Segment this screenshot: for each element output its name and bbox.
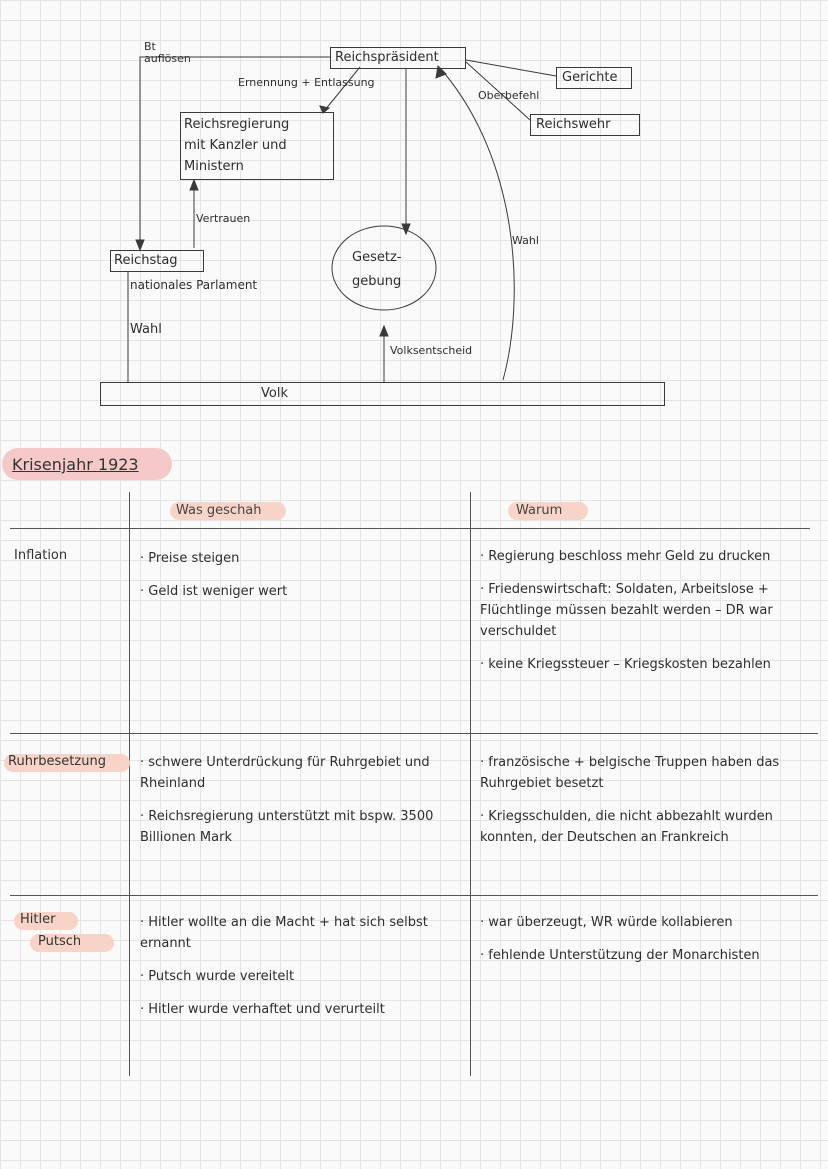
list-item: · fehlende Unterstützung der Monarchiste… [480, 948, 760, 963]
row-ruhr-why: · französische + belgische Truppen haben… [480, 752, 790, 860]
table-col-divider-1 [129, 492, 130, 1076]
reichspraesident-box: Reichspräsident [330, 47, 466, 69]
reichsregierung-box: Reichsregierung mit Kanzler und Minister… [180, 112, 334, 180]
reichswehr-box: Reichswehr [530, 114, 640, 136]
gesetzgebung-line-1: Gesetz- [352, 250, 402, 265]
row-label-ruhrbesetzung: Ruhrbesetzung [8, 754, 106, 769]
list-item: · Geld ist weniger wert [140, 584, 288, 599]
vertrauen-label: Vertrauen [196, 212, 251, 225]
col-header-highlight-2 [508, 502, 588, 520]
ernennung-label: Ernennung + Entlassung [238, 76, 375, 89]
list-item: · Hitler wurde verhaftet und verurteilt [140, 1002, 385, 1017]
row-inflation-why: · Regierung beschloss mehr Geld zu druck… [480, 546, 815, 687]
volksentscheid-label: Volksentscheid [390, 344, 473, 357]
list-item: · Reichsregierung unterstützt mit bspw. … [140, 809, 434, 845]
row-label-hitler: Hitler [20, 912, 56, 927]
list-item: · französische + belgische Truppen haben… [480, 755, 780, 791]
reichsregierung-line-2: mit Kanzler und [184, 138, 287, 153]
gerichte-label: Gerichte [562, 70, 618, 85]
row-hitler-why: · war überzeugt, WR würde kollabieren · … [480, 912, 790, 978]
row-label-highlight-putsch [30, 934, 114, 952]
wahl-right-label: Wahl [512, 234, 539, 247]
row-hitler-what: · Hitler wollte an die Macht + hat sich … [140, 912, 460, 1032]
list-item: · Hitler wollte an die Macht + hat sich … [140, 915, 428, 951]
row-label-inflation: Inflation [14, 548, 68, 563]
reichsregierung-line-3: Ministern [184, 159, 244, 174]
col-header-warum: Warum [516, 503, 563, 518]
row-label-putsch: Putsch [38, 934, 82, 949]
list-item: · war überzeugt, WR würde kollabieren [480, 915, 733, 930]
reichsregierung-line-1: Reichsregierung [184, 117, 290, 132]
bt-aufloesen-label-1: Bt [144, 40, 156, 53]
section-title: Krisenjahr 1923 [12, 455, 139, 474]
diagram-connectors [127, 56, 557, 382]
gerichte-box: Gerichte [556, 67, 632, 89]
col-header-was-geschah: Was geschah [176, 503, 262, 518]
list-item: · Kriegsschulden, die nicht abbezahlt wu… [480, 809, 773, 845]
row-inflation-what: · Preise steigen · Geld ist weniger wert [140, 548, 460, 614]
table-row-line-1 [10, 733, 818, 734]
row-label-highlight-ruhr [4, 754, 130, 772]
reichstag-box: Reichstag [110, 250, 204, 272]
list-item: · Friedenswirtschaft: Soldaten, Arbeitsl… [480, 582, 773, 639]
list-item: · Regierung beschloss mehr Geld zu druck… [480, 549, 771, 564]
col-header-highlight-1 [170, 502, 286, 520]
reichstag-label: Reichstag [114, 253, 178, 268]
table-row-line-2 [10, 895, 818, 896]
row-label-highlight-hitler [14, 912, 78, 930]
wahl-left-label: Wahl [130, 322, 162, 337]
list-item: · schwere Unterdrückung für Ruhrgebiet u… [140, 755, 430, 791]
volk-box: Volk [100, 382, 665, 406]
nationales-parlament-label: nationales Parlament [130, 278, 258, 292]
list-item: · Putsch wurde vereitelt [140, 969, 295, 984]
list-item: · Preise steigen [140, 551, 240, 566]
gesetzgebung-line-2: gebung [352, 274, 402, 289]
row-ruhr-what: · schwere Unterdrückung für Ruhrgebiet u… [140, 752, 460, 860]
table-col-divider-2 [470, 492, 471, 1076]
list-item: · keine Kriegssteuer – Kriegskosten beza… [480, 657, 771, 672]
volk-label: Volk [261, 386, 288, 401]
reichspraesident-label: Reichspräsident [335, 50, 439, 65]
reichswehr-label: Reichswehr [536, 117, 611, 132]
bt-aufloesen-label-2: auflösen [144, 52, 191, 65]
section-title-highlight [2, 448, 172, 480]
oberbefehl-label: Oberbefehl [478, 89, 540, 102]
table-header-line [10, 528, 810, 529]
